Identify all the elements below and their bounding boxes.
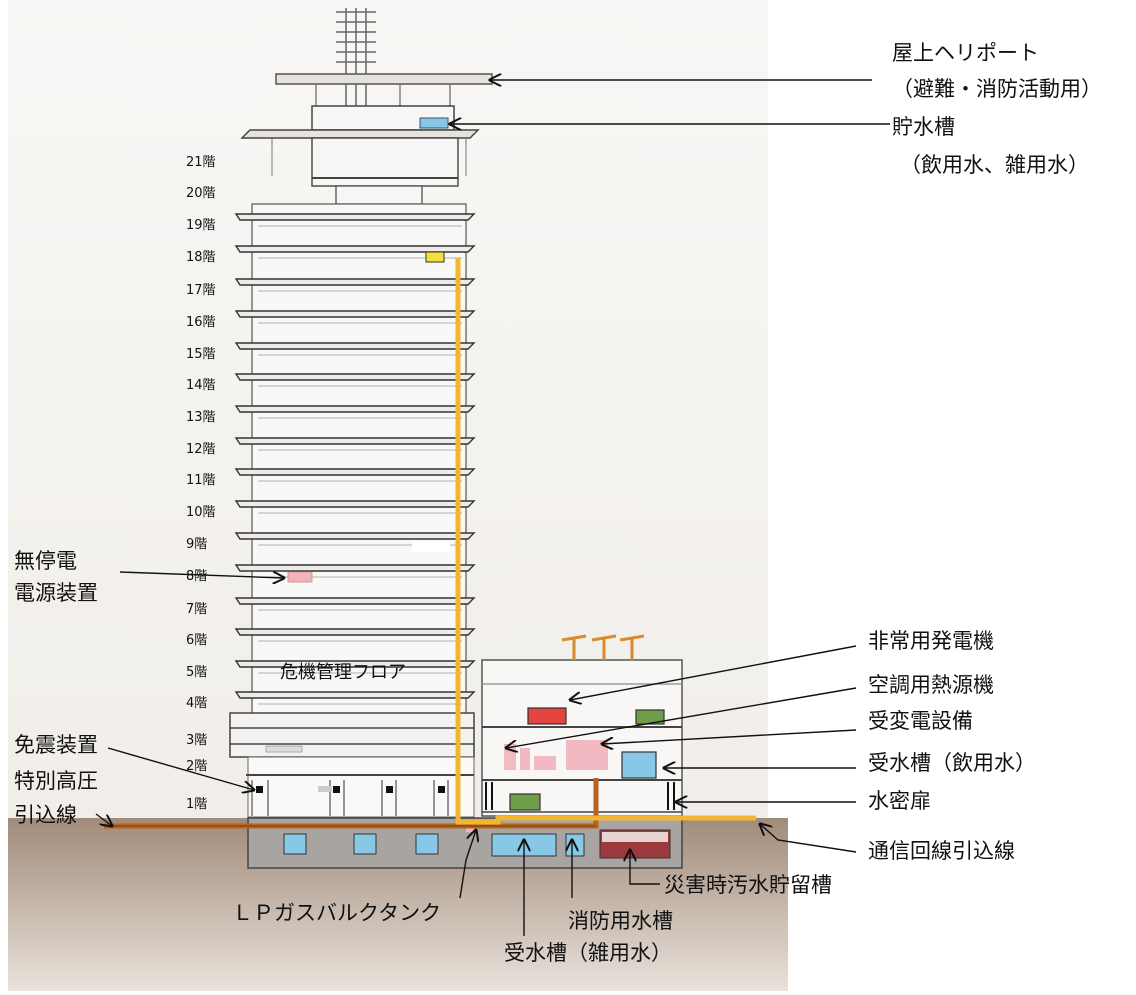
- floor-slab: [234, 245, 476, 253]
- substation-label: 受変電設備: [868, 709, 973, 733]
- floor-slab: [234, 310, 476, 318]
- generator-label: 非常用発電機: [868, 629, 994, 653]
- floor-slab: [234, 405, 476, 413]
- floor-label: 3階: [186, 733, 207, 748]
- heliport-sub-label: （避難・消防活動用）: [892, 77, 1102, 101]
- floor-label: 5階: [186, 665, 207, 680]
- floor-labels: 21階 20階 19階 18階 17階 16階 15階 14階 13階 12階 11階 10階 9階 8階…: [186, 155, 216, 812]
- receiving-tank-misc-label: 受水槽（雑用水）: [504, 941, 672, 965]
- floor-slab: [234, 597, 476, 605]
- floor-label: 6階: [186, 633, 207, 648]
- floor-label: 4階: [186, 696, 207, 711]
- floor-label: 11階: [186, 473, 216, 488]
- annex-building: [481, 659, 683, 817]
- watertight-door-label: 水密扉: [868, 789, 931, 813]
- floor-slab: [234, 437, 476, 445]
- hv-power-cable: [104, 778, 599, 829]
- floor-label: 7階: [186, 602, 207, 617]
- seismic-isolation-label: 免震装置: [14, 733, 98, 757]
- lp-gas-label: ＬＰガスバルクタンク: [232, 901, 441, 925]
- ups-label-line2: 電源装置: [14, 581, 98, 605]
- first-floor: [247, 756, 475, 818]
- receiving-tank-potable-icon: [621, 751, 657, 779]
- storage-tank-label: 貯水槽: [892, 115, 955, 139]
- hv-line-label-line2: 引込線: [14, 803, 77, 827]
- storage-tank-sub-label: （飲用水、雑用水）: [900, 153, 1089, 177]
- callouts-right: 屋上ヘリポート （避難・消防活動用） 貯水槽 （飲用水、雑用水） 非常用発電機 …: [450, 41, 1102, 863]
- floor-label: 8階: [186, 569, 207, 584]
- heliport-deck: [275, 73, 493, 85]
- floor-label: 18階: [186, 250, 216, 265]
- floor-label: 19階: [186, 218, 216, 233]
- watertight-door-icon: [485, 782, 675, 810]
- floor-label: 16階: [186, 315, 216, 330]
- floor-label: 13階: [186, 410, 216, 425]
- floor-slab: [234, 278, 476, 286]
- fire-water-tank-icon: [565, 833, 585, 857]
- comm-line-label: 通信回線引込線: [868, 839, 1015, 863]
- receiving-tank-potable-label: 受水槽（飲用水）: [868, 751, 1036, 775]
- antenna-mast-icon: [336, 8, 376, 108]
- crown-roof: [240, 129, 480, 139]
- floor-label: 21階: [186, 155, 216, 170]
- storage-tank-icon: [419, 117, 449, 129]
- floor-slab: [234, 373, 476, 381]
- floor-slab: [234, 468, 476, 476]
- annex-rooftop-units-icon: [561, 634, 645, 660]
- annex-1f-equipment-icon: [509, 793, 541, 811]
- floor-label: 14階: [186, 378, 216, 393]
- floor-label: 15階: [186, 347, 216, 362]
- crisis-management-floor-label: 危機管理フロア: [280, 662, 406, 683]
- floor-slab: [234, 500, 476, 508]
- ups-icon: [287, 571, 313, 583]
- floor-label: 9階: [186, 537, 207, 552]
- floor-slab: [234, 213, 476, 221]
- floor-slab: [234, 532, 476, 540]
- floor-label: 1階: [186, 797, 207, 812]
- callouts-left: 無停電 電源装置 免震装置 特別高圧 引込線: [14, 549, 284, 827]
- floor-label: 17階: [186, 283, 216, 298]
- emergency-generator-icon: [527, 707, 567, 725]
- ups-label-line1: 無停電: [14, 549, 77, 573]
- floor-label: 2階: [186, 759, 207, 774]
- floor-slab: [234, 628, 476, 636]
- floor-slab: [234, 342, 476, 350]
- fire-tank-label: 消防用水槽: [568, 909, 673, 933]
- hvac-source-label: 空調用熱源機: [868, 673, 994, 697]
- callouts-bottom: ＬＰガスバルクタンク 消防用水槽 受水槽（雑用水） 災害時汚水貯留槽: [232, 830, 832, 965]
- equipment-18f-icon: [425, 251, 445, 263]
- seismic-isolation-bearings: [256, 786, 445, 793]
- floor-slab: [234, 564, 476, 572]
- floor-label: 12階: [186, 442, 216, 457]
- hv-line-label-line1: 特別高圧: [14, 769, 98, 793]
- floor-slab: [234, 691, 476, 699]
- heliport-label: 屋上ヘリポート: [892, 41, 1039, 65]
- gas-and-comm-pipe: [455, 258, 756, 825]
- floor-label: 20階: [186, 186, 216, 201]
- floor-slab: [234, 660, 476, 668]
- floor-label: 10階: [186, 505, 216, 520]
- floor-slabs: [234, 213, 476, 705]
- heliport-supports: [315, 84, 451, 106]
- sewage-tank-label: 災害時汚水貯留槽: [664, 873, 832, 897]
